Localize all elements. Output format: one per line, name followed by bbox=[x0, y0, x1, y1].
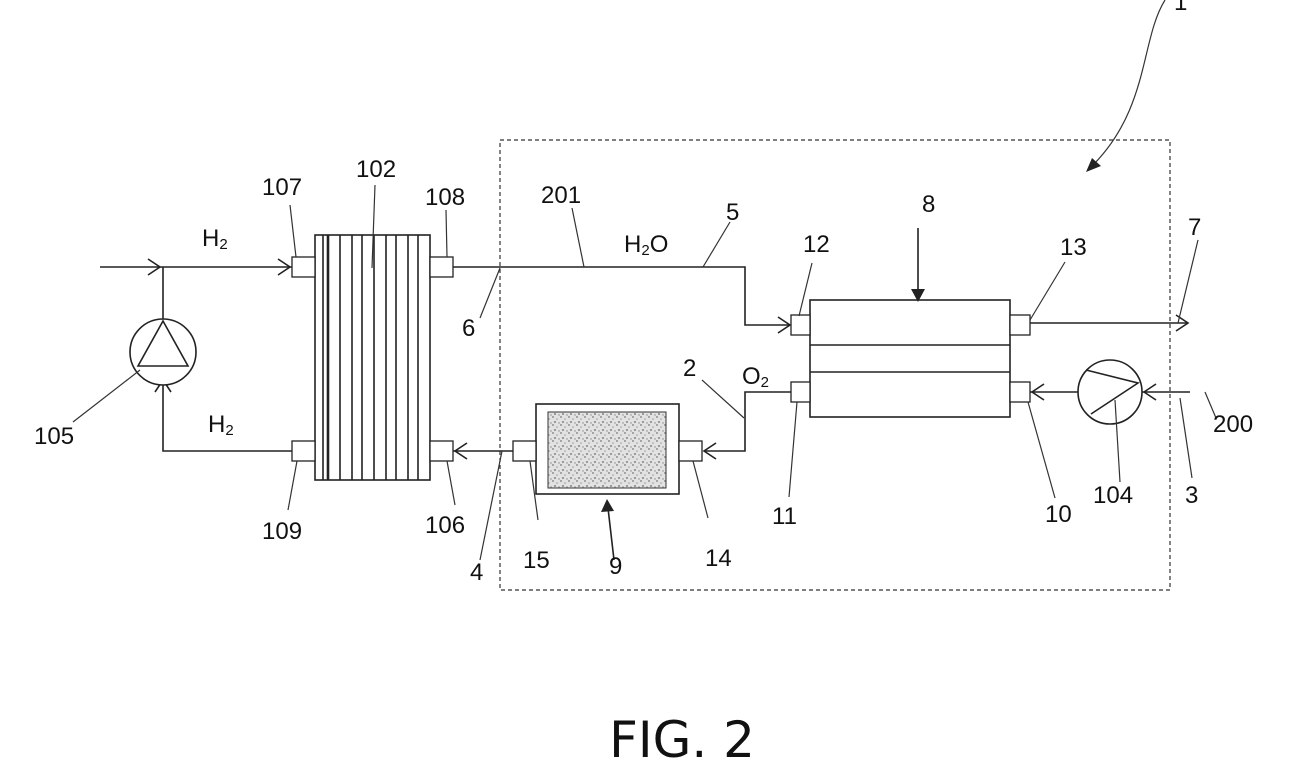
label-15: 15 bbox=[523, 547, 550, 574]
arrowhead-1 bbox=[1086, 158, 1101, 172]
oxygen-line bbox=[704, 392, 791, 451]
label-200: 200 bbox=[1213, 411, 1253, 438]
leader-5 bbox=[703, 222, 730, 267]
fuel-cell-stack-102 bbox=[315, 235, 430, 480]
port-11 bbox=[791, 382, 810, 402]
leader-11 bbox=[789, 402, 797, 497]
label-2: 2 bbox=[683, 355, 696, 382]
label-7: 7 bbox=[1188, 214, 1201, 241]
flow-water-sub: 2 bbox=[641, 242, 649, 259]
flow-h2-bottom-main: H bbox=[208, 411, 225, 438]
label-109: 109 bbox=[262, 518, 302, 545]
unit-8 bbox=[810, 300, 1010, 417]
flow-h2-top: H2 bbox=[202, 225, 228, 253]
leader-4 bbox=[480, 451, 502, 560]
port-14 bbox=[679, 441, 702, 461]
water-line bbox=[453, 267, 790, 325]
leader-13 bbox=[1030, 262, 1065, 320]
port-12 bbox=[791, 315, 810, 335]
vessel-9-fill bbox=[548, 412, 666, 488]
label-104: 104 bbox=[1093, 482, 1133, 509]
label-3: 3 bbox=[1185, 482, 1198, 509]
flow-oxygen-sub: 2 bbox=[761, 374, 769, 391]
leader-3 bbox=[1180, 398, 1192, 478]
label-5: 5 bbox=[726, 199, 739, 226]
flow-h2-bottom-sub: 2 bbox=[225, 422, 233, 439]
label-8: 8 bbox=[922, 191, 935, 218]
label-9: 9 bbox=[609, 553, 622, 580]
stack-outline bbox=[315, 235, 430, 480]
label-107: 107 bbox=[262, 174, 302, 201]
flow-water-pre: H bbox=[624, 231, 641, 258]
label-12: 12 bbox=[803, 231, 830, 258]
label-105: 105 bbox=[34, 423, 74, 450]
label-14: 14 bbox=[705, 545, 732, 572]
flow-h2-bottom: H2 bbox=[208, 411, 234, 439]
leader-105 bbox=[73, 370, 140, 422]
port-13 bbox=[1010, 315, 1030, 335]
compressor-104 bbox=[1078, 360, 1142, 424]
label-10: 10 bbox=[1045, 501, 1072, 528]
leader-2 bbox=[702, 380, 744, 418]
port-108 bbox=[430, 257, 453, 277]
label-1: 1 bbox=[1174, 0, 1187, 16]
label-201: 201 bbox=[541, 182, 581, 209]
flow-oxygen-main: O bbox=[742, 363, 761, 390]
leader-106 bbox=[447, 461, 455, 505]
flow-water: H2O bbox=[624, 231, 668, 259]
leader-1 bbox=[1090, 0, 1165, 168]
label-106: 106 bbox=[425, 512, 465, 539]
port-15 bbox=[513, 441, 536, 461]
label-11: 11 bbox=[772, 503, 797, 530]
leader-10 bbox=[1028, 402, 1055, 498]
flow-water-post: O bbox=[650, 231, 669, 258]
leader-108 bbox=[446, 210, 447, 257]
vessel-9 bbox=[536, 404, 679, 494]
pump-105 bbox=[130, 319, 196, 385]
flow-h2-top-main: H bbox=[202, 225, 219, 252]
port-107 bbox=[292, 257, 315, 277]
unit-8-body bbox=[810, 300, 1010, 417]
pump-105-body bbox=[130, 319, 196, 385]
flow-h2-top-sub: 2 bbox=[219, 236, 227, 253]
label-108: 108 bbox=[425, 184, 465, 211]
arrowhead-9 bbox=[601, 499, 614, 512]
label-4: 4 bbox=[470, 559, 483, 586]
leader-6 bbox=[480, 268, 500, 318]
flow-oxygen: O2 bbox=[742, 363, 769, 391]
figure-caption: FIG. 2 bbox=[609, 711, 755, 769]
leader-201 bbox=[572, 208, 584, 267]
port-10 bbox=[1010, 382, 1030, 402]
port-109 bbox=[292, 441, 315, 461]
label-6: 6 bbox=[462, 315, 475, 342]
leader-109 bbox=[288, 461, 297, 510]
port-106 bbox=[430, 441, 453, 461]
label-102: 102 bbox=[356, 156, 396, 183]
leader-7 bbox=[1178, 240, 1198, 323]
leader-14 bbox=[693, 461, 708, 518]
leader-107 bbox=[290, 205, 296, 257]
label-13: 13 bbox=[1060, 234, 1087, 261]
